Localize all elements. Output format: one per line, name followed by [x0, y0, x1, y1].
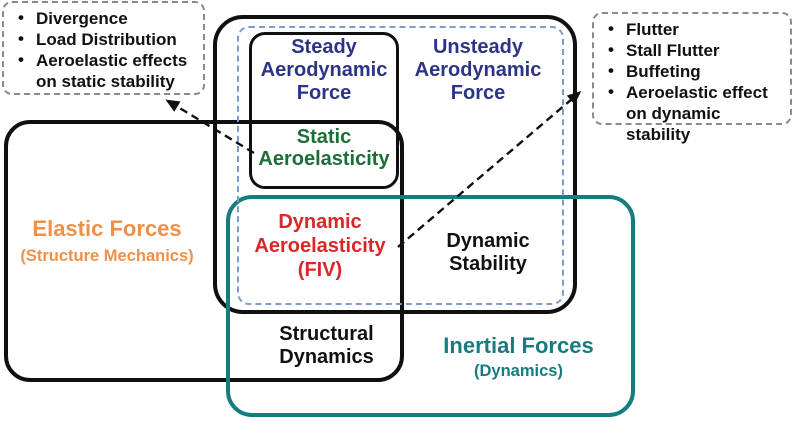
label-line: Steady: [291, 36, 357, 58]
callout-list-item: Stall Flutter: [606, 39, 784, 61]
set-title: Elastic Forces: [32, 216, 182, 241]
label-line: Aerodynamic: [414, 59, 542, 81]
label-line: (FIV): [297, 259, 343, 281]
label-line: Unsteady: [432, 36, 524, 58]
label-inertial-forces: Inertial Forces (Dynamics): [426, 334, 611, 381]
callout-list-item: Divergence: [16, 7, 197, 29]
set-title: Inertial Forces: [443, 333, 594, 358]
callout-list-item: Load Distribution: [16, 28, 197, 50]
label-line: Dynamic: [278, 211, 362, 233]
callout-list-item: Aeroelastic effects on static stability: [16, 49, 197, 92]
label-line: Aeroelasticity: [258, 148, 390, 170]
callout-dynamic-aeroelastic-effects: Flutter Stall Flutter Buffeting Aeroelas…: [592, 12, 792, 144]
label-unsteady-aerodynamic-force: Unsteady Aerodynamic Force: [400, 36, 556, 105]
label-line: Aerodynamic: [260, 59, 388, 81]
label-line: Aeroelasticity: [254, 235, 386, 257]
callout-static-aeroelastic-effects: Divergence Load Distribution Aeroelastic…: [2, 1, 205, 95]
callout-list-item: Buffeting: [606, 60, 784, 82]
label-dynamic-stability: Dynamic Stability: [418, 230, 558, 276]
callout-static-list: Divergence Load Distribution Aeroelastic…: [4, 3, 203, 92]
label-elastic-forces: Elastic Forces (Structure Mechanics): [8, 216, 206, 266]
label-static-aeroelasticity: Static Aeroelasticity: [249, 126, 399, 170]
label-steady-aerodynamic-force: Steady Aerodynamic Force: [249, 36, 399, 105]
callout-dynamic-list: Flutter Stall Flutter Buffeting Aeroelas…: [594, 14, 790, 145]
set-subtitle: (Dynamics): [474, 362, 563, 380]
label-line: Force: [296, 82, 352, 104]
callout-list-item: Aeroelastic effect on dynamic stability: [606, 81, 784, 145]
label-structural-dynamics: Structural Dynamics: [249, 323, 404, 369]
label-line: Dynamic: [446, 230, 530, 252]
label-line: Stability: [449, 253, 527, 275]
label-line: Force: [450, 82, 506, 104]
label-line: Static: [296, 126, 352, 148]
label-line: Dynamics: [279, 346, 374, 368]
label-dynamic-aeroelasticity: Dynamic Aeroelasticity (FIV): [242, 210, 398, 282]
set-subtitle: (Structure Mechanics): [20, 247, 194, 265]
label-line: Structural: [279, 323, 374, 345]
callout-list-item: Flutter: [606, 18, 784, 40]
